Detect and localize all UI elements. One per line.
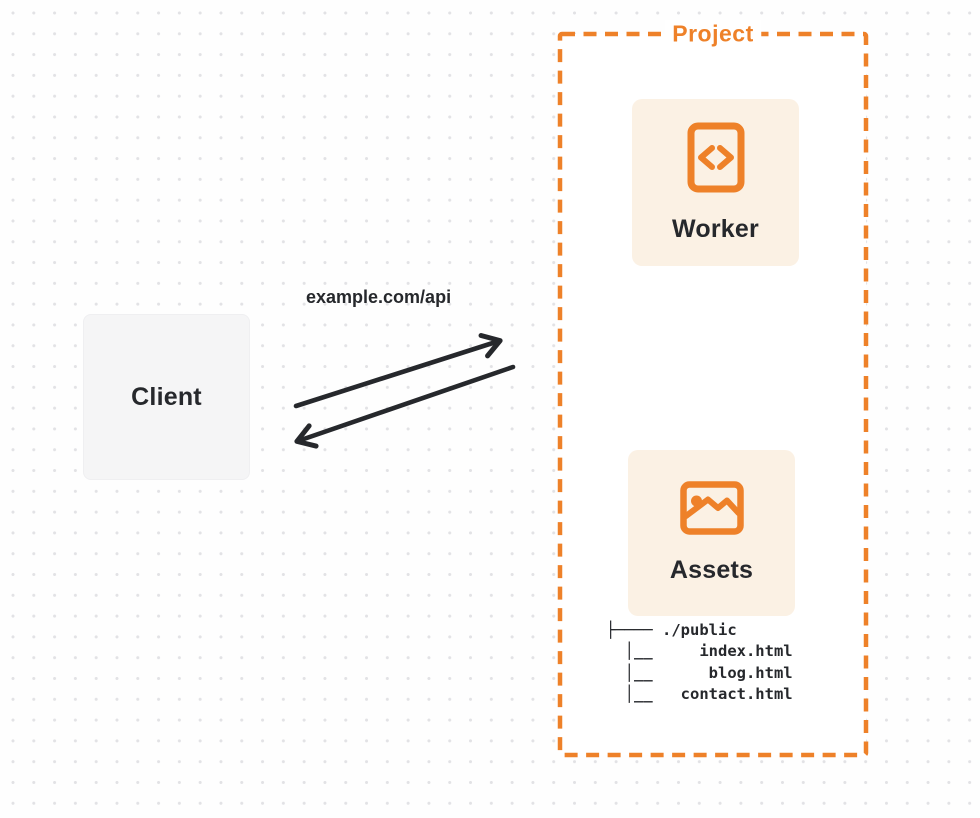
worker-node: Worker: [632, 99, 799, 266]
request-arrow: [293, 333, 503, 409]
client-node: Client: [83, 314, 250, 480]
assets-file-tree: ├──── ./public │__ index.html │__ blog.h…: [606, 621, 793, 704]
client-node-label: Client: [131, 382, 202, 411]
worker-node-label: Worker: [672, 214, 759, 243]
image-icon: [679, 481, 744, 540]
assets-node: Assets: [628, 450, 795, 616]
response-arrow: [294, 364, 516, 449]
request-url-label: example.com/api: [306, 287, 452, 307]
code-file-icon: [687, 122, 745, 198]
project-group-label: Project: [664, 19, 762, 49]
assets-node-label: Assets: [669, 556, 754, 584]
